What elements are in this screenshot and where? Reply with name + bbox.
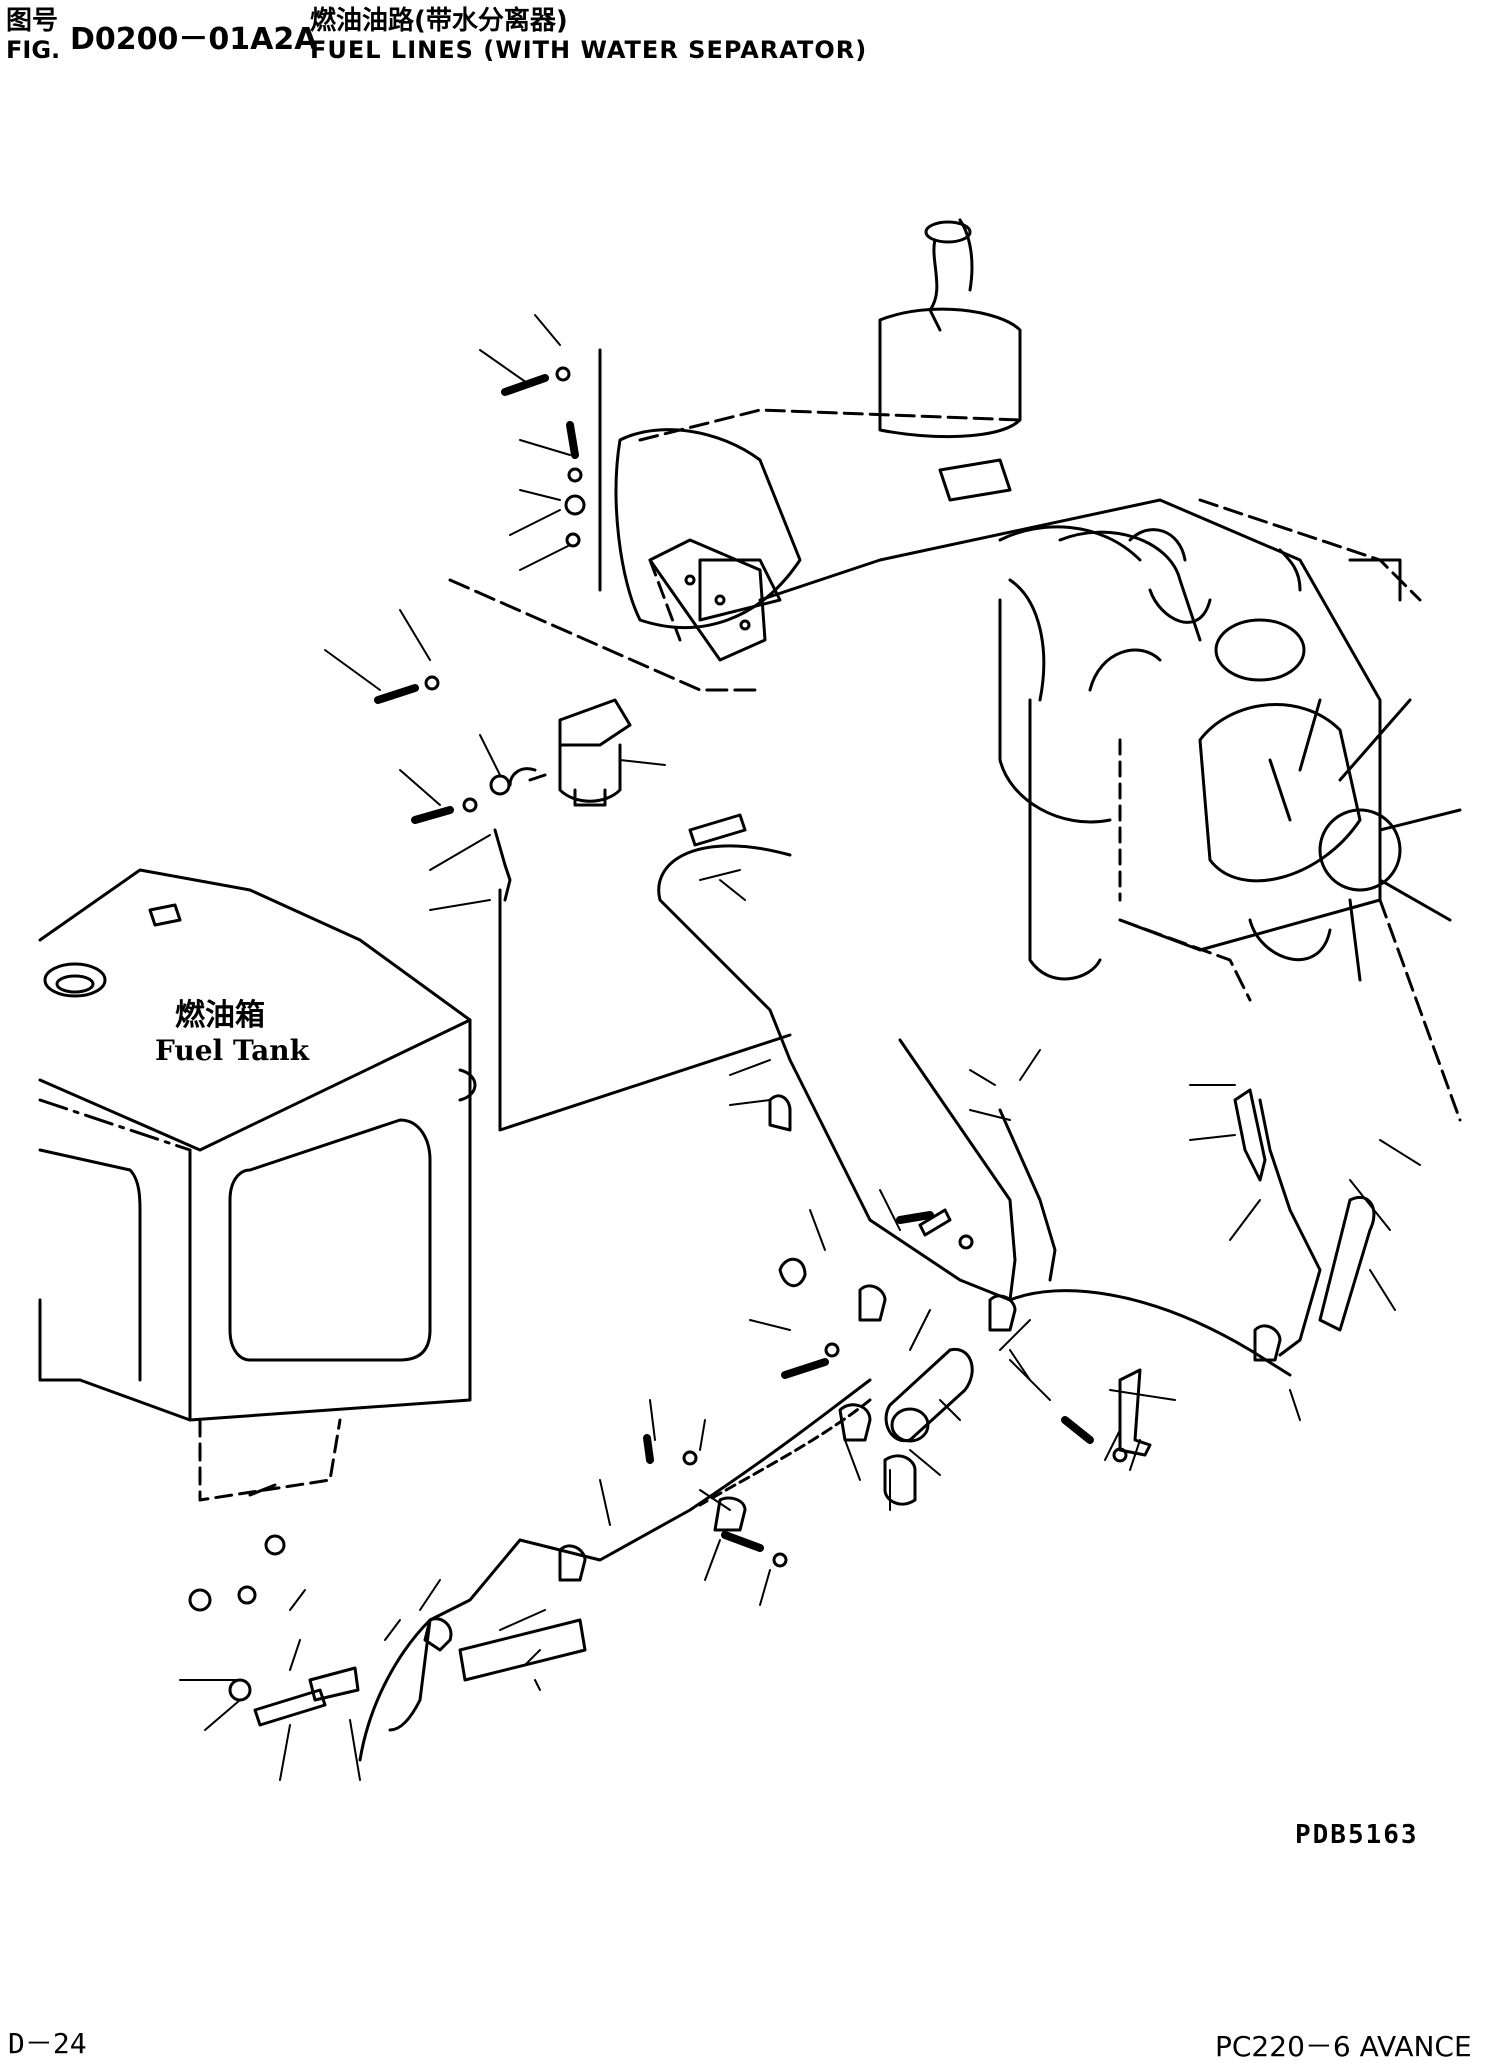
title-chinese: 燃油油路(带水分离器) bbox=[310, 6, 568, 36]
filter-and-clamps bbox=[253, 813, 1376, 1727]
figure-number: D0200－01A2A bbox=[70, 22, 318, 57]
fuel-tank bbox=[38, 868, 477, 1502]
water-separator-bracket bbox=[448, 348, 767, 692]
fuel-tank-label-en: Fuel Tank bbox=[155, 1034, 310, 1067]
page-number: D－24 bbox=[8, 2027, 87, 2060]
leader-lines bbox=[179, 314, 1421, 1781]
model-name: PC220－6 AVANCE bbox=[1215, 2030, 1472, 2063]
water-separator bbox=[508, 698, 632, 807]
drawing-code: PDB5163 bbox=[1295, 1820, 1419, 1850]
title-english: FUEL LINES (WITH WATER SEPARATOR) bbox=[310, 36, 868, 64]
fig-label-cn: 图号 bbox=[6, 6, 59, 36]
fuel-tank-label-cn: 燃油箱 bbox=[175, 998, 265, 1033]
engine bbox=[614, 218, 1462, 1122]
fig-label-en: FIG. bbox=[6, 36, 61, 64]
fasteners bbox=[188, 366, 1128, 1702]
fuel-lines bbox=[358, 844, 1322, 1762]
